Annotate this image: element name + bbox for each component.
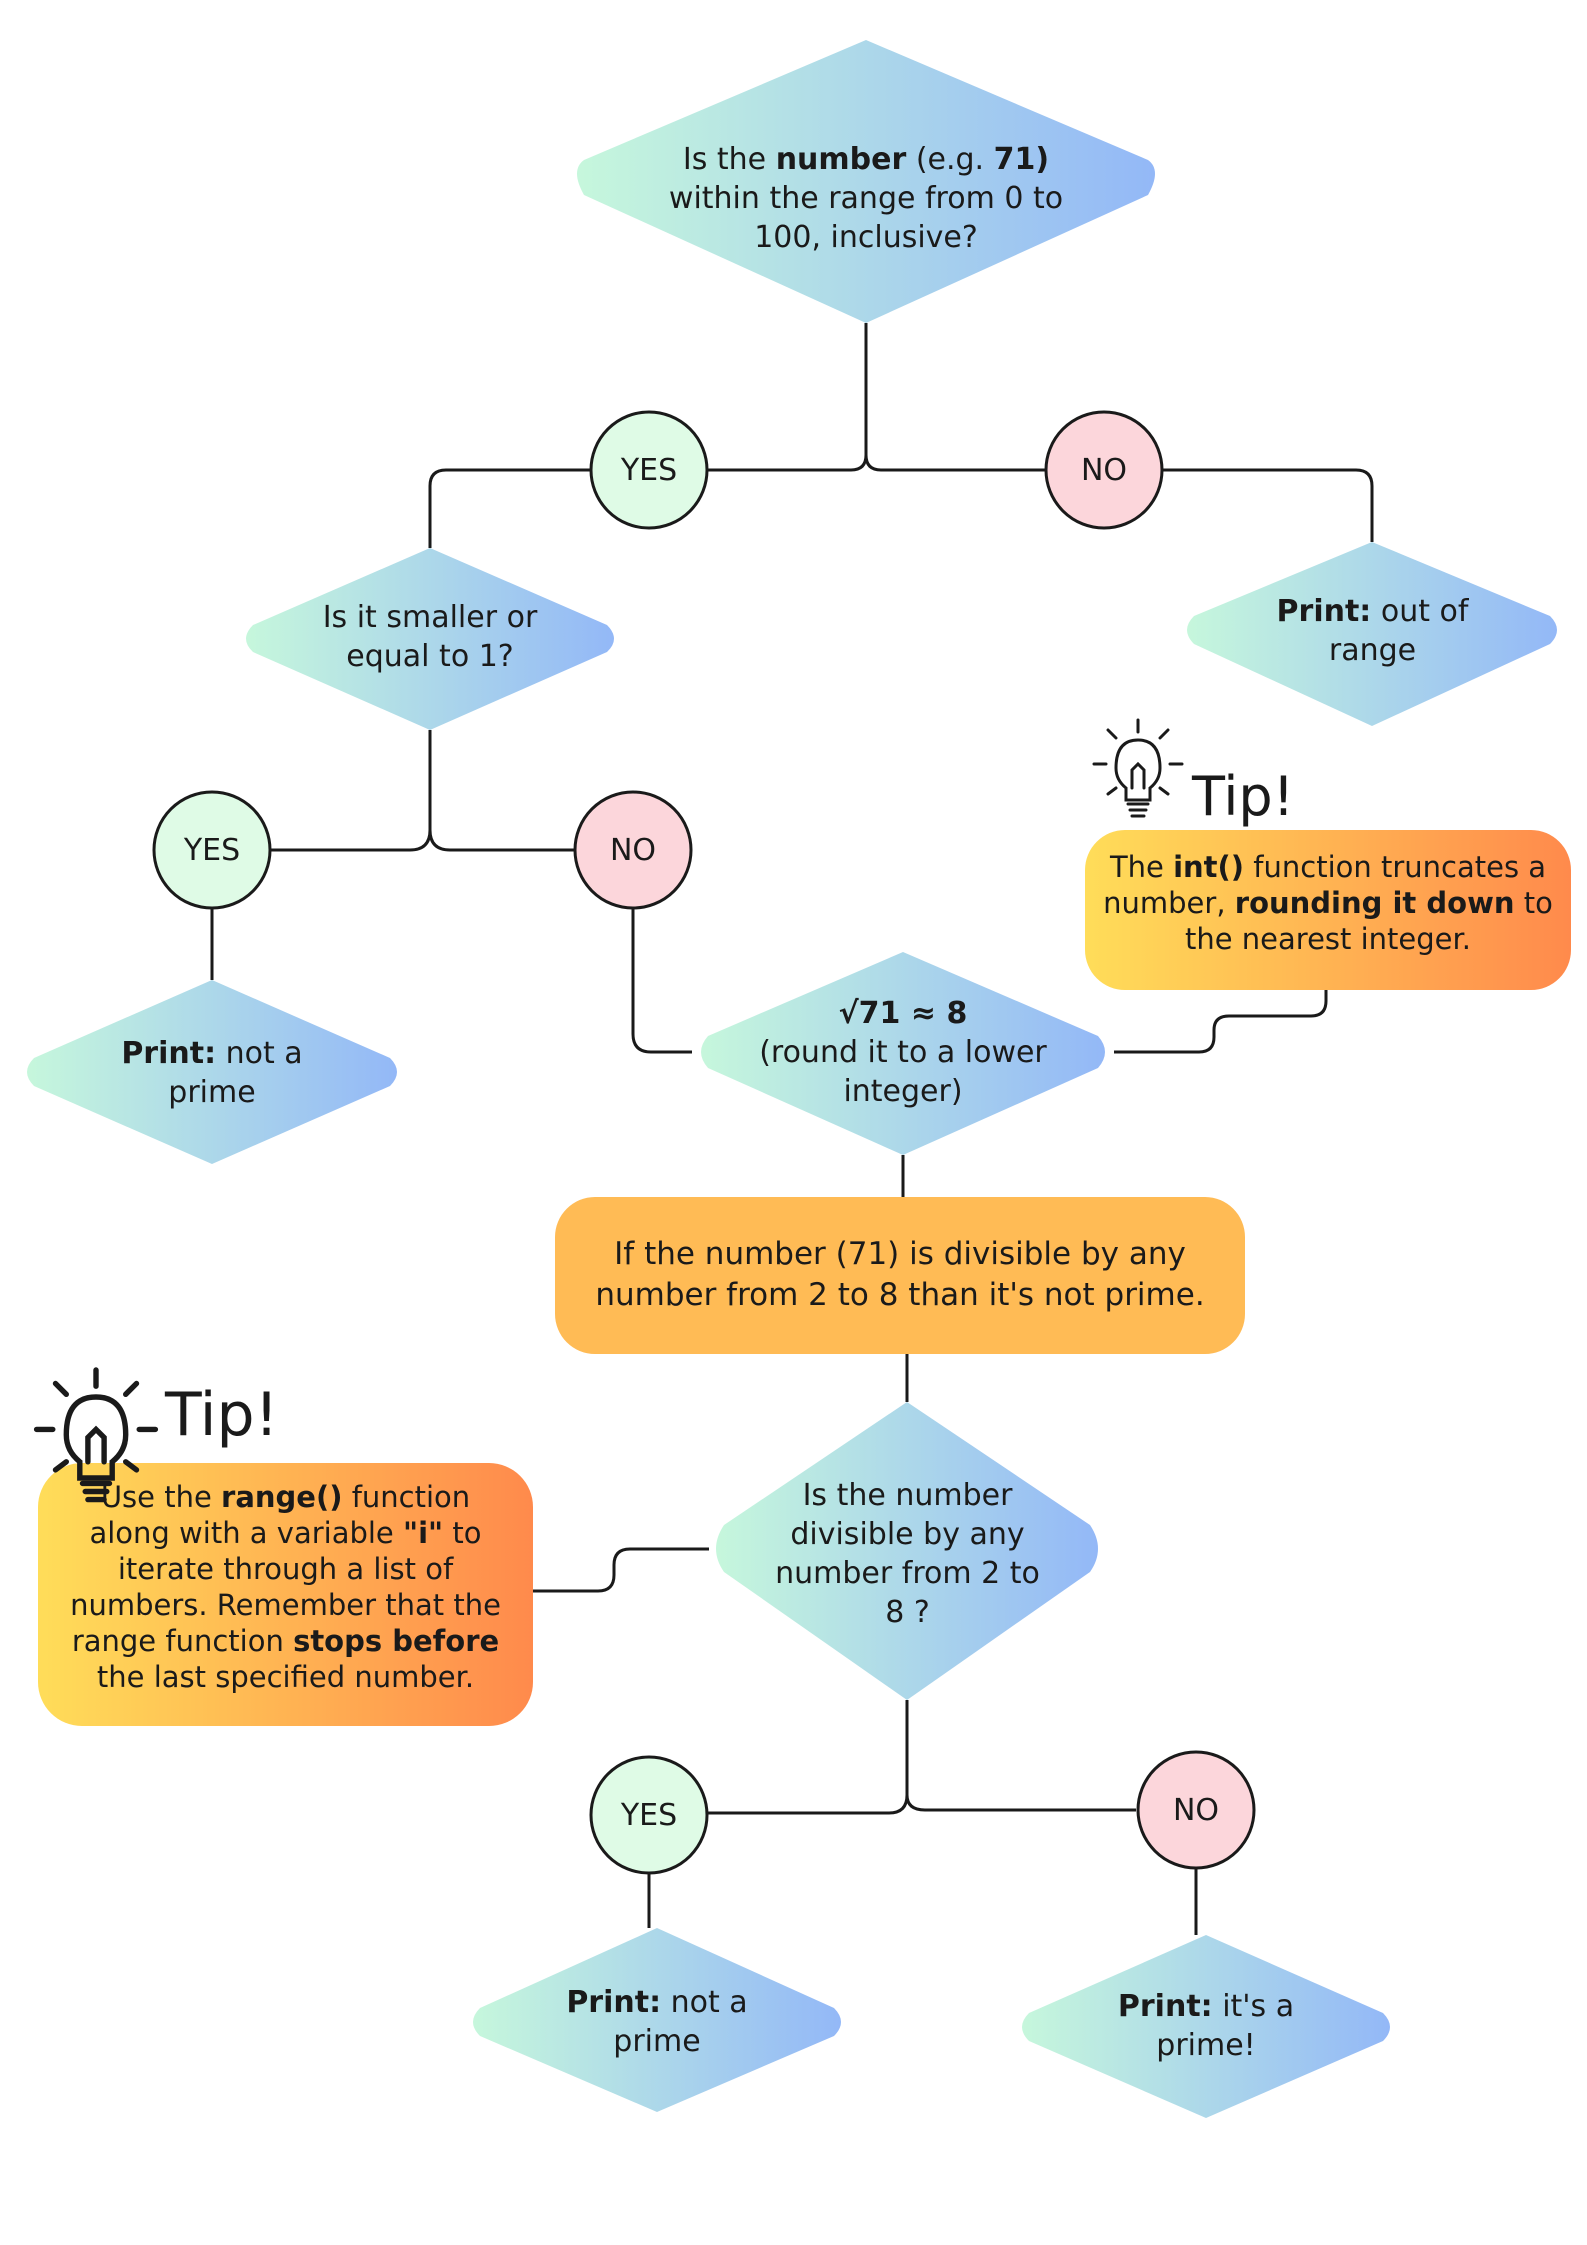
text-bold: 71) — [993, 142, 1050, 177]
text-part: (e.g. — [906, 142, 994, 177]
text-part: it's a prime! — [1156, 1989, 1295, 2063]
tip-title: Tip! — [1192, 765, 1295, 828]
text-bold: int() — [1173, 850, 1245, 884]
tip-box-int — [1085, 830, 1571, 990]
print-not-prime-1: Print: not a prime — [102, 1034, 322, 1112]
text-part: function along with a variable — [89, 1480, 471, 1550]
decision-diamond-divisible — [716, 1402, 1098, 1700]
text-part: function truncates a number, — [1103, 850, 1547, 920]
text-bold: "i" — [403, 1515, 444, 1550]
yes-label: YES — [620, 453, 678, 488]
connector — [1114, 985, 1328, 1054]
yes-circle — [589, 410, 709, 530]
lightbulb-icon — [33, 1367, 159, 1503]
sqrt-label: √71 ≈ 8 (round it to a lower integer) — [738, 994, 1068, 1111]
divisible-box — [555, 1197, 1245, 1354]
text-part: Is the number divisible by any number fr… — [775, 1478, 1040, 1630]
text-part: If the number (71) is divisible by any n… — [595, 1236, 1205, 1313]
text-part: not a prime — [168, 1036, 303, 1110]
text-part: Use the — [100, 1480, 222, 1514]
print-not-prime-2: Print: not a prime — [547, 1983, 767, 2061]
text-part: the last specified number. — [96, 1659, 475, 1694]
lightbulb-icon — [1092, 718, 1184, 818]
print-diamond-notprime2 — [473, 1928, 841, 2112]
yes-label: YES — [183, 833, 241, 868]
connector — [270, 730, 432, 852]
print-diamond-out — [1187, 542, 1557, 726]
no-circle — [573, 790, 693, 910]
text-part: The — [1109, 850, 1174, 884]
yes-circle — [152, 790, 272, 910]
text-part: to the nearest integer. — [1184, 885, 1553, 956]
connectors — [210, 323, 1374, 1935]
decision-diamond-small — [246, 548, 614, 730]
tip-title: Tip! — [165, 1380, 279, 1450]
print-out-of-range: Print: out of range — [1255, 592, 1490, 670]
tip-box-range — [38, 1463, 533, 1726]
connector — [707, 1700, 909, 1815]
text-part: to iterate through a list of numbers. Re… — [70, 1515, 501, 1658]
text-bold: Print: — [121, 1036, 217, 1071]
text-part: not a prime — [613, 1985, 748, 2059]
tip-text-range: Use the range() function along with a va… — [58, 1480, 513, 1696]
print-prime: Print: it's a prime! — [1096, 1987, 1316, 2065]
text-bold: Print: — [1276, 594, 1372, 629]
tip-text-int: The int() function truncates a number, r… — [1095, 850, 1561, 958]
text-bold: stops before — [293, 1623, 500, 1658]
yes-label: YES — [620, 1798, 678, 1833]
connector — [428, 468, 590, 548]
text-part: out of range — [1328, 594, 1469, 668]
text-bold: √71 ≈ 8 — [838, 996, 968, 1031]
print-diamond-prime — [1022, 1935, 1390, 2118]
print-diamond-notprime1 — [27, 980, 397, 1164]
text-bold: Print: — [566, 1985, 662, 2020]
text-part: Is it smaller or equal to 1? — [322, 600, 538, 674]
text-part: Is the — [682, 142, 776, 177]
text-part: within the range from 0 to 100, inclusiv… — [668, 181, 1064, 255]
no-label: NO — [609, 833, 657, 868]
no-circle — [1044, 410, 1164, 530]
text-bold: number — [775, 142, 907, 177]
yes-circle — [589, 1755, 709, 1875]
text-part: (round it to a lower integer) — [759, 1035, 1047, 1109]
text-bold: rounding it down — [1234, 885, 1515, 920]
decision-diamond-range — [577, 40, 1155, 323]
text-bold: range() — [221, 1480, 343, 1514]
connector — [707, 323, 868, 472]
text-bold: Print: — [1117, 1989, 1213, 2024]
sqrt-diamond — [701, 952, 1105, 1155]
question-range: Is the number (e.g. 71) within the range… — [646, 140, 1086, 257]
divisible-statement: If the number (71) is divisible by any n… — [590, 1234, 1210, 1316]
connector — [631, 908, 692, 1054]
connector — [428, 829, 576, 852]
connector — [905, 1794, 1136, 1812]
no-circle — [1136, 1750, 1256, 1870]
connector — [1162, 468, 1374, 542]
no-label: NO — [1172, 1793, 1220, 1828]
question-divisible: Is the number divisible by any number fr… — [775, 1476, 1040, 1632]
connector — [864, 454, 1046, 472]
no-label: NO — [1080, 453, 1128, 488]
question-smaller: Is it smaller or equal to 1? — [300, 598, 560, 676]
connector — [533, 1547, 709, 1593]
